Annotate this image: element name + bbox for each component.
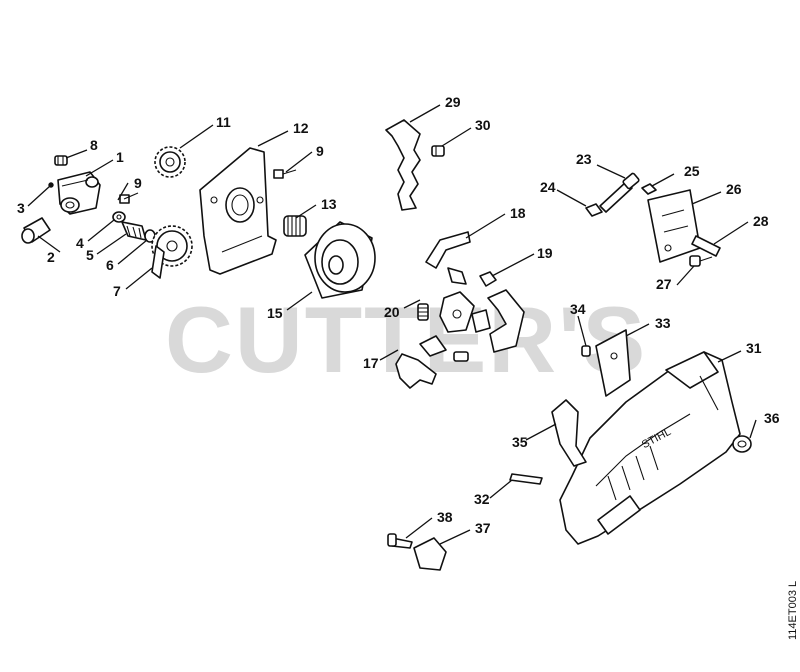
- callout-7: 7: [113, 283, 121, 299]
- part-screw-34: [581, 345, 591, 357]
- part-clutch-shoe-left: [395, 353, 437, 389]
- part-needle-cage-13: [283, 215, 307, 237]
- part-nut-36: [732, 435, 752, 453]
- callout-11: 11: [216, 114, 231, 130]
- callout-38: 38: [437, 509, 453, 525]
- part-screw-27: [689, 255, 713, 267]
- part-worm-5: [121, 221, 147, 241]
- callout-1: 1: [116, 149, 124, 165]
- callout-20: 20: [384, 304, 400, 320]
- callout-12: 12: [293, 120, 309, 136]
- callout-30: 30: [475, 117, 491, 133]
- callout-15: 15: [267, 305, 283, 321]
- part-tensioner-screw-23: [599, 172, 640, 213]
- part-sprocket-cover-31: STIHL: [559, 351, 741, 545]
- callout-labels: 8 1 3 2 9 4 5 6 7 11 12 9 13 15 29 30 18…: [17, 94, 780, 536]
- part-gear-11: [154, 146, 186, 178]
- part-chain-catcher-29: [385, 119, 421, 211]
- callout-28: 28: [753, 213, 769, 229]
- part-screw-9a: [119, 192, 139, 204]
- callout-35: 35: [512, 434, 528, 450]
- callout-37: 37: [475, 520, 491, 536]
- part-chain-guide-35: [551, 399, 587, 467]
- callout-36: 36: [764, 410, 780, 426]
- part-oil-pump-housing: [57, 171, 101, 215]
- callout-33: 33: [655, 315, 671, 331]
- part-screw-8: [54, 155, 68, 166]
- part-cover-plate-12: [199, 147, 277, 275]
- part-adjuster-37: [413, 537, 447, 571]
- part-nut-25: [641, 183, 657, 195]
- part-deflector-33: [595, 329, 631, 397]
- callout-19: 19: [537, 245, 553, 261]
- part-washer-4: [112, 211, 126, 223]
- callout-27: 27: [656, 276, 672, 292]
- callout-6: 6: [106, 257, 114, 273]
- callout-34: 34: [570, 301, 586, 317]
- part-clutch-carrier: [439, 267, 475, 333]
- callout-3: 3: [17, 200, 25, 216]
- part-gear-7: [151, 225, 193, 279]
- part-fitting-2: [21, 217, 51, 244]
- callout-24: 24: [540, 179, 556, 195]
- callout-5: 5: [86, 247, 94, 263]
- drawing-code: 114ET003 L: [787, 581, 799, 640]
- callout-26: 26: [726, 181, 742, 197]
- callout-23: 23: [576, 151, 592, 167]
- part-clutch-springs: [419, 309, 491, 362]
- part-tensioner-slide-24: [585, 203, 603, 217]
- part-screw-9b: [273, 169, 297, 179]
- part-screw-38: [387, 533, 413, 549]
- leader-lines: [27, 104, 757, 545]
- callout-17: 17: [363, 355, 379, 371]
- part-side-plate-26: [647, 189, 701, 263]
- part-pin-32: [509, 473, 543, 485]
- callout-4: 4: [76, 235, 84, 251]
- part-bar-stud-28: [691, 235, 721, 257]
- callout-32: 32: [474, 491, 490, 507]
- callout-25: 25: [684, 163, 700, 179]
- callout-8: 8: [90, 137, 98, 153]
- callout-31: 31: [746, 340, 762, 356]
- callout-13: 13: [321, 196, 337, 212]
- callout-2: 2: [47, 249, 55, 265]
- part-clutch-shoe-right: [487, 289, 525, 353]
- callout-29: 29: [445, 94, 461, 110]
- part-spring-20: [417, 303, 429, 321]
- part-screw-30: [431, 145, 445, 157]
- callout-18: 18: [510, 205, 526, 221]
- part-clutch-shoe-18: [425, 231, 471, 269]
- callout-9b: 9: [316, 143, 324, 159]
- part-clutch-drum-15: [304, 221, 376, 299]
- part-washer-19: [479, 271, 497, 287]
- callout-9a: 9: [134, 175, 142, 191]
